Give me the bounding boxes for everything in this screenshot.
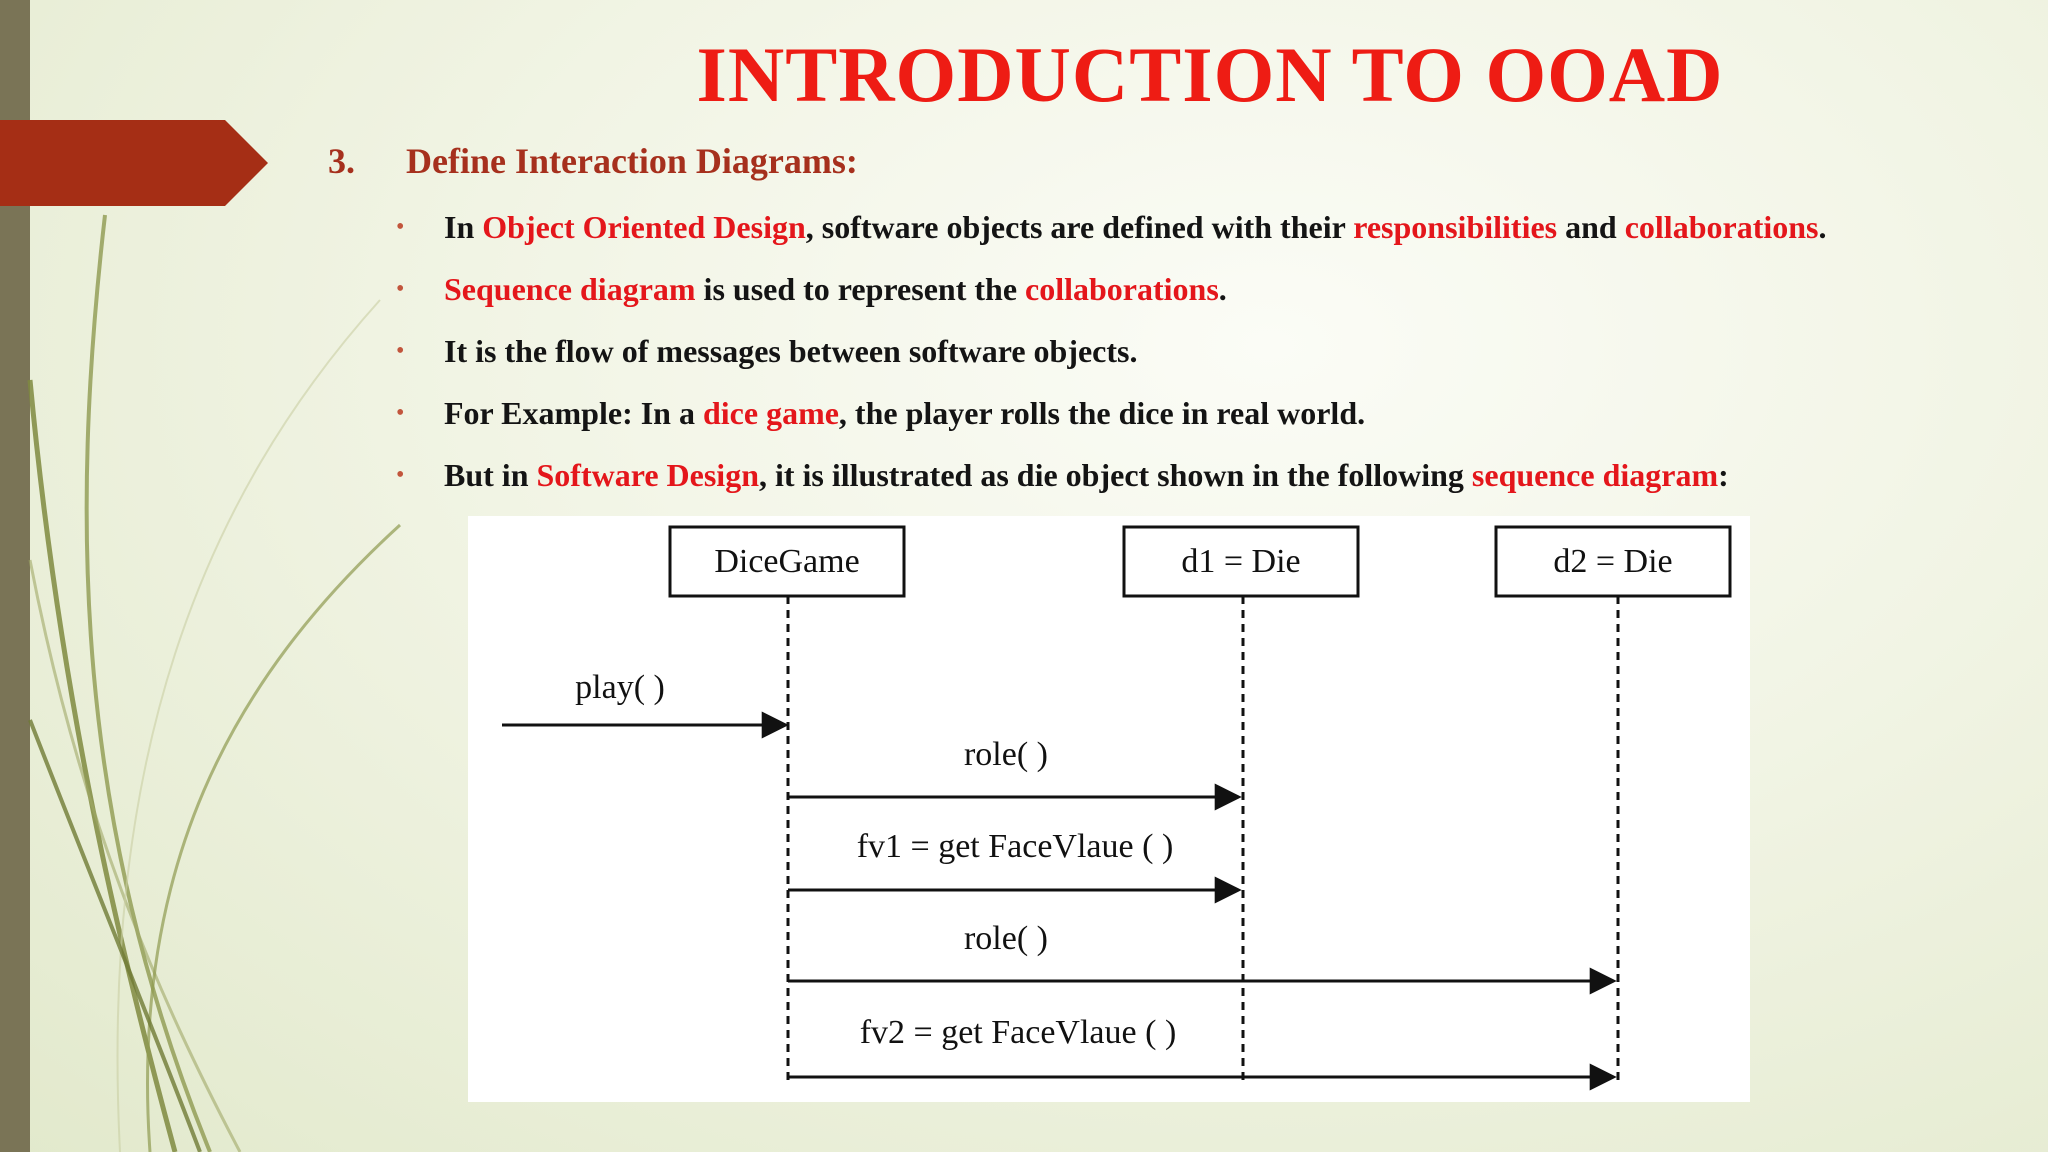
highlight-term: Software Design	[536, 457, 759, 493]
message-play: play( )	[502, 669, 789, 739]
bullet-text: Sequence diagram is used to represent th…	[444, 271, 1227, 307]
diagram-background	[468, 516, 1750, 1102]
message-label: role( )	[964, 736, 1048, 773]
bullet-text: It is the flow of messages between softw…	[444, 333, 1137, 369]
section-number: 3.	[328, 141, 355, 181]
participant-label: d1 = Die	[1181, 543, 1300, 580]
text-segment: , software objects are defined with thei…	[805, 209, 1354, 245]
bullet-item: • It is the flow of messages between soft…	[392, 324, 1826, 386]
bullet-item: • Sequence diagram is used to represent t…	[392, 262, 1826, 324]
text-segment: It is the flow of messages between softw…	[444, 333, 1138, 369]
bullet-text: For Example: In a dice game, the player …	[444, 395, 1365, 431]
bullet-icon: •	[396, 462, 405, 488]
bullet-icon: •	[396, 338, 405, 364]
section-heading: Define Interaction Diagrams:	[406, 141, 858, 181]
text-segment: is used to represent the	[695, 271, 1026, 307]
highlight-term: collaborations	[1025, 271, 1219, 307]
slide-title: INTRODUCTION TO OOAD	[696, 31, 1724, 118]
text-segment: , it is illustrated as die object shown …	[758, 457, 1472, 493]
decorative-swooshes	[27, 214, 402, 1152]
text-segment: .	[1218, 271, 1227, 307]
message-label: role( )	[964, 920, 1048, 957]
participant-box	[1122, 525, 1360, 598]
message-label: fv2 = get FaceVlaue ( )	[860, 1014, 1177, 1051]
highlight-term: dice game	[702, 395, 839, 431]
bullet-icon: •	[396, 276, 405, 302]
message-role-d2: role( )	[788, 920, 1617, 995]
message-label: play( )	[575, 669, 665, 706]
message-label: fv1 = get FaceVlaue ( )	[857, 828, 1174, 865]
highlight-term: Sequence diagram	[444, 271, 696, 307]
text-segment: , the player rolls the dice in real worl…	[838, 395, 1366, 431]
participant-dicegame: DiceGame	[668, 525, 906, 598]
highlight-term: Object Oriented Design	[482, 209, 806, 245]
text-segment: .	[1818, 209, 1827, 245]
participant-label: DiceGame	[714, 543, 859, 580]
highlight-term: responsibilities	[1353, 209, 1558, 245]
participant-d2: d2 = Die	[1494, 525, 1732, 598]
bullet-item: • For Example: In a dice game, the player…	[392, 386, 1826, 448]
bullet-icon: •	[396, 400, 405, 426]
participant-box	[1494, 525, 1732, 598]
text-segment: :	[1718, 457, 1729, 493]
highlight-term: collaborations	[1624, 209, 1819, 245]
bullet-item: • But in Software Design, it is illustrat…	[392, 448, 1826, 510]
bullet-list: • In Object Oriented Design, software obj…	[392, 200, 1826, 510]
bullet-text: But in Software Design, it is illustrate…	[444, 457, 1729, 493]
message-fv2: fv2 = get FaceVlaue ( )	[788, 1014, 1617, 1091]
sequence-diagram: DiceGame d1 = Die d2 = Die play( ) role(…	[468, 516, 1750, 1102]
bullet-text: In Object Oriented Design, software obje…	[444, 209, 1826, 245]
participant-d1: d1 = Die	[1122, 525, 1360, 598]
text-segment: and	[1557, 209, 1625, 245]
highlight-term: sequence diagram	[1471, 457, 1719, 493]
participant-box	[668, 525, 906, 598]
message-fv1: fv1 = get FaceVlaue ( )	[788, 828, 1242, 904]
text-segment: But in	[444, 457, 537, 493]
participant-label: d2 = Die	[1553, 543, 1672, 580]
section-ribbon-arrow	[0, 120, 268, 206]
text-segment: For Example: In a	[444, 395, 703, 431]
bullet-icon: •	[396, 214, 405, 240]
bullet-item: • In Object Oriented Design, software obj…	[392, 200, 1826, 262]
message-role-d1: role( )	[788, 736, 1242, 811]
text-segment: In	[444, 209, 483, 245]
